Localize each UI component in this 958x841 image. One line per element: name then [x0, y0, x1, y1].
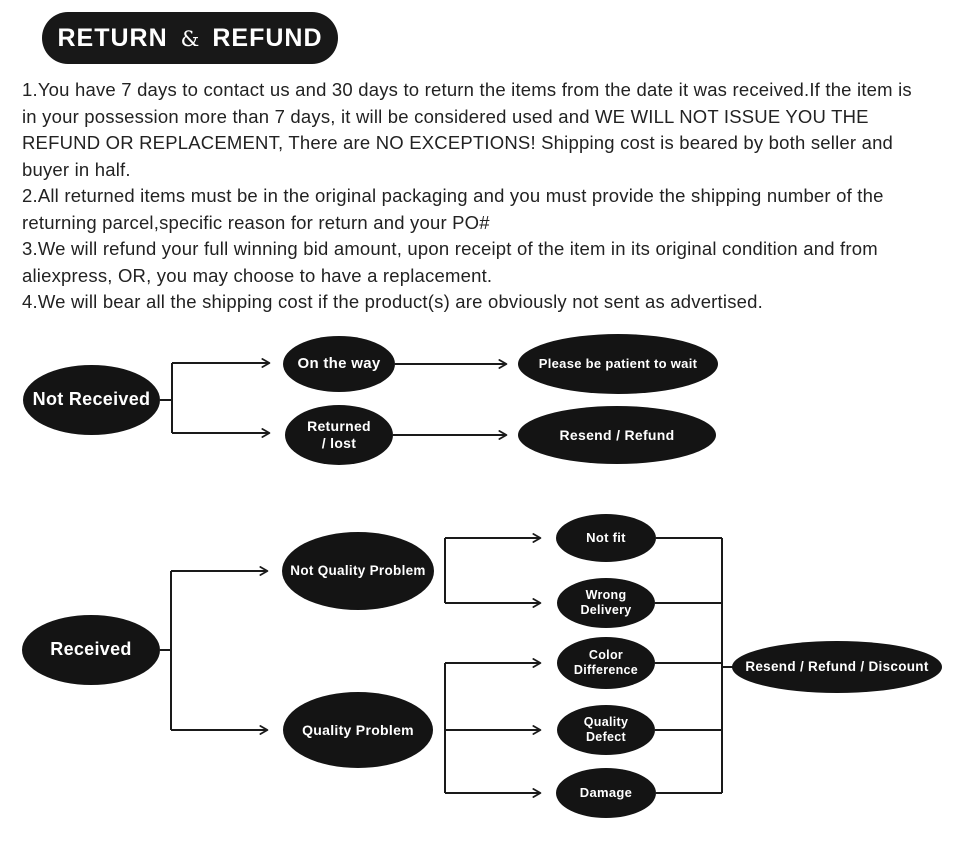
node-label-line1: Color	[588, 648, 624, 663]
policy-item-2: 2.All returned items must be in the orig…	[22, 185, 884, 233]
node-not-quality-problem: Not Quality Problem	[282, 532, 434, 610]
node-label: Please be patient to wait	[538, 356, 698, 372]
node-label: Resend / Refund / Discount	[745, 659, 929, 675]
node-label-line1: Quality	[583, 715, 629, 730]
node-resend-refund: Resend / Refund	[518, 406, 716, 464]
node-label: Not fit	[586, 530, 626, 546]
node-label: Damage	[579, 785, 633, 801]
node-damage: Damage	[556, 768, 656, 818]
node-quality-problem: Quality Problem	[283, 692, 433, 768]
return-flowchart: Not Received On the way Returned / lost …	[0, 330, 958, 841]
node-not-fit: Not fit	[556, 514, 656, 562]
node-label-line2: / lost	[321, 435, 357, 451]
policy-text: 1.You have 7 days to contact us and 30 d…	[22, 77, 925, 316]
node-label-line1: Wrong	[585, 588, 627, 603]
node-label: Quality Problem	[302, 721, 414, 738]
node-label: Resend / Refund	[559, 426, 675, 443]
title-word-refund: REFUND	[212, 23, 323, 52]
node-please-be-patient: Please be patient to wait	[518, 334, 718, 394]
policy-item-3: 3.We will refund your full winning bid a…	[22, 238, 878, 286]
node-returned-lost: Returned / lost	[285, 405, 393, 465]
node-label: Not Received	[32, 389, 151, 410]
node-label: On the way	[297, 355, 381, 373]
node-label-line1: Returned	[307, 418, 371, 435]
node-quality-defect: Quality Defect	[557, 705, 655, 755]
node-label: Not Quality Problem	[290, 563, 426, 579]
node-received: Received	[22, 615, 160, 685]
node-label-line2: Defect	[585, 730, 626, 744]
node-on-the-way: On the way	[283, 336, 395, 392]
title-word-return: RETURN	[57, 23, 168, 52]
policy-item-1: 1.You have 7 days to contact us and 30 d…	[22, 79, 912, 180]
policy-item-4: 4.We will bear all the shipping cost if …	[22, 291, 763, 312]
node-label-line2: Difference	[573, 663, 639, 677]
node-label-line2: Delivery	[580, 603, 632, 617]
node-wrong-delivery: Wrong Delivery	[557, 578, 655, 628]
page-title: RETURN & REFUND	[42, 12, 338, 64]
node-not-received: Not Received	[23, 365, 160, 435]
node-color-difference: Color Difference	[557, 637, 655, 689]
title-ampersand: &	[180, 27, 200, 51]
node-label: Received	[50, 639, 132, 660]
node-resend-refund-discount: Resend / Refund / Discount	[732, 641, 942, 693]
flowchart-connectors	[160, 358, 734, 798]
